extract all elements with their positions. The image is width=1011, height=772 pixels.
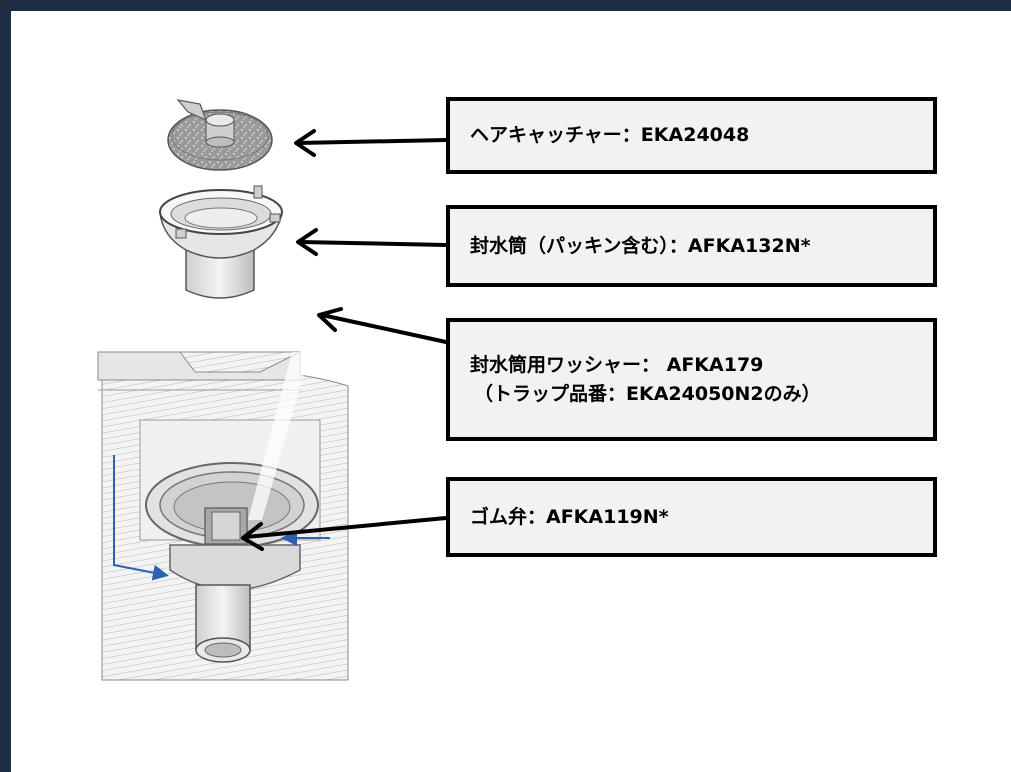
pointer-arrows <box>241 129 448 551</box>
hair-catcher-label: ヘアキャッチャー：EKA24048 <box>470 124 750 147</box>
rubber-valve-label: ゴム弁：AFKA119N* <box>470 505 669 528</box>
arrow-to-hair-catcher <box>294 129 448 157</box>
washer-label-line1: 封水筒用ワッシャー： AFKA179 <box>470 354 764 376</box>
arrow-to-seal-tube <box>296 228 448 256</box>
seal-tube-part <box>159 185 283 299</box>
washer-label-line2: （トラップ品番：EKA24050N2のみ） <box>474 382 821 405</box>
drain-body-part <box>97 351 349 681</box>
seal-tube-label-box: 封水筒（パッキン含む）：AFKA132N* <box>446 205 937 287</box>
hair-catcher-label-box: ヘアキャッチャー：EKA24048 <box>446 97 937 174</box>
hair-catcher-part <box>167 99 273 171</box>
rubber-valve-label-box: ゴム弁：AFKA119N* <box>446 477 937 557</box>
arrow-to-rubber-valve <box>241 516 448 551</box>
washer-label-box: 封水筒用ワッシャー： AFKA179 （トラップ品番：EKA24050N2のみ） <box>446 318 937 441</box>
seal-tube-label: 封水筒（パッキン含む）：AFKA132N* <box>470 234 811 257</box>
arrow-to-washer <box>317 307 448 344</box>
